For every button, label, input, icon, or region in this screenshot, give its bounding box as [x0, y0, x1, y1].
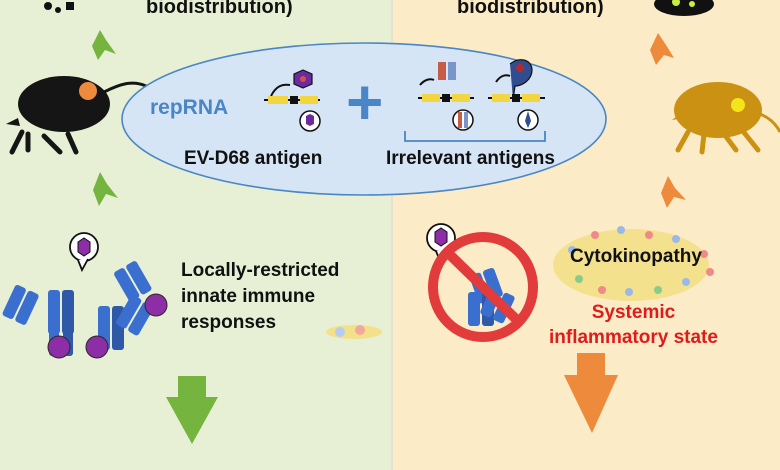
black-mouse-icon [6, 76, 147, 155]
green-arrow-icon [92, 30, 116, 60]
large-orange-arrow-icon [564, 353, 618, 433]
orange-arrow-icon [661, 176, 686, 208]
irrelevant-antigens-label: Irrelevant antigens [386, 148, 555, 169]
systemic-line-2: inflammatory state [549, 327, 718, 348]
cytokine-particles-icon [326, 325, 382, 339]
ev-d68-construct-icon [264, 69, 321, 132]
ev-d68-antigen-label: EV-D68 antigen [184, 148, 323, 169]
particle-cluster-icon [44, 2, 74, 13]
prohibited-antibody-icon [426, 223, 538, 342]
antigen-ellipse [121, 42, 607, 196]
orange-mouse-icon [672, 82, 780, 155]
local-response-line-2: innate immune [181, 286, 316, 307]
irrelevant-antigen-constructs-icon [404, 59, 546, 142]
cytokinopathy-label: Cytokinopathy [570, 246, 702, 267]
systemic-line-1: Systemic [591, 302, 676, 323]
tumor-cluster-icon [654, 0, 714, 16]
antibody-group-icon [2, 232, 168, 359]
platform-label: repRNA [150, 96, 229, 119]
left-header-text: biodistribution) [146, 0, 293, 18]
local-response-line-1: Locally-restricted [181, 260, 340, 281]
local-response-text: Locally-restricted innate immune respons… [181, 258, 339, 336]
orange-arrow-icon [650, 33, 674, 65]
right-header-text: biodistribution) [457, 0, 604, 18]
green-arrow-icon [93, 172, 118, 206]
large-green-arrow-icon [166, 376, 218, 444]
systemic-inflammation-text: Systemic inflammatory state [549, 300, 718, 350]
cytokine-field-icon [553, 226, 714, 301]
local-response-line-3: responses [181, 312, 277, 333]
plus-sign: + [346, 66, 383, 138]
